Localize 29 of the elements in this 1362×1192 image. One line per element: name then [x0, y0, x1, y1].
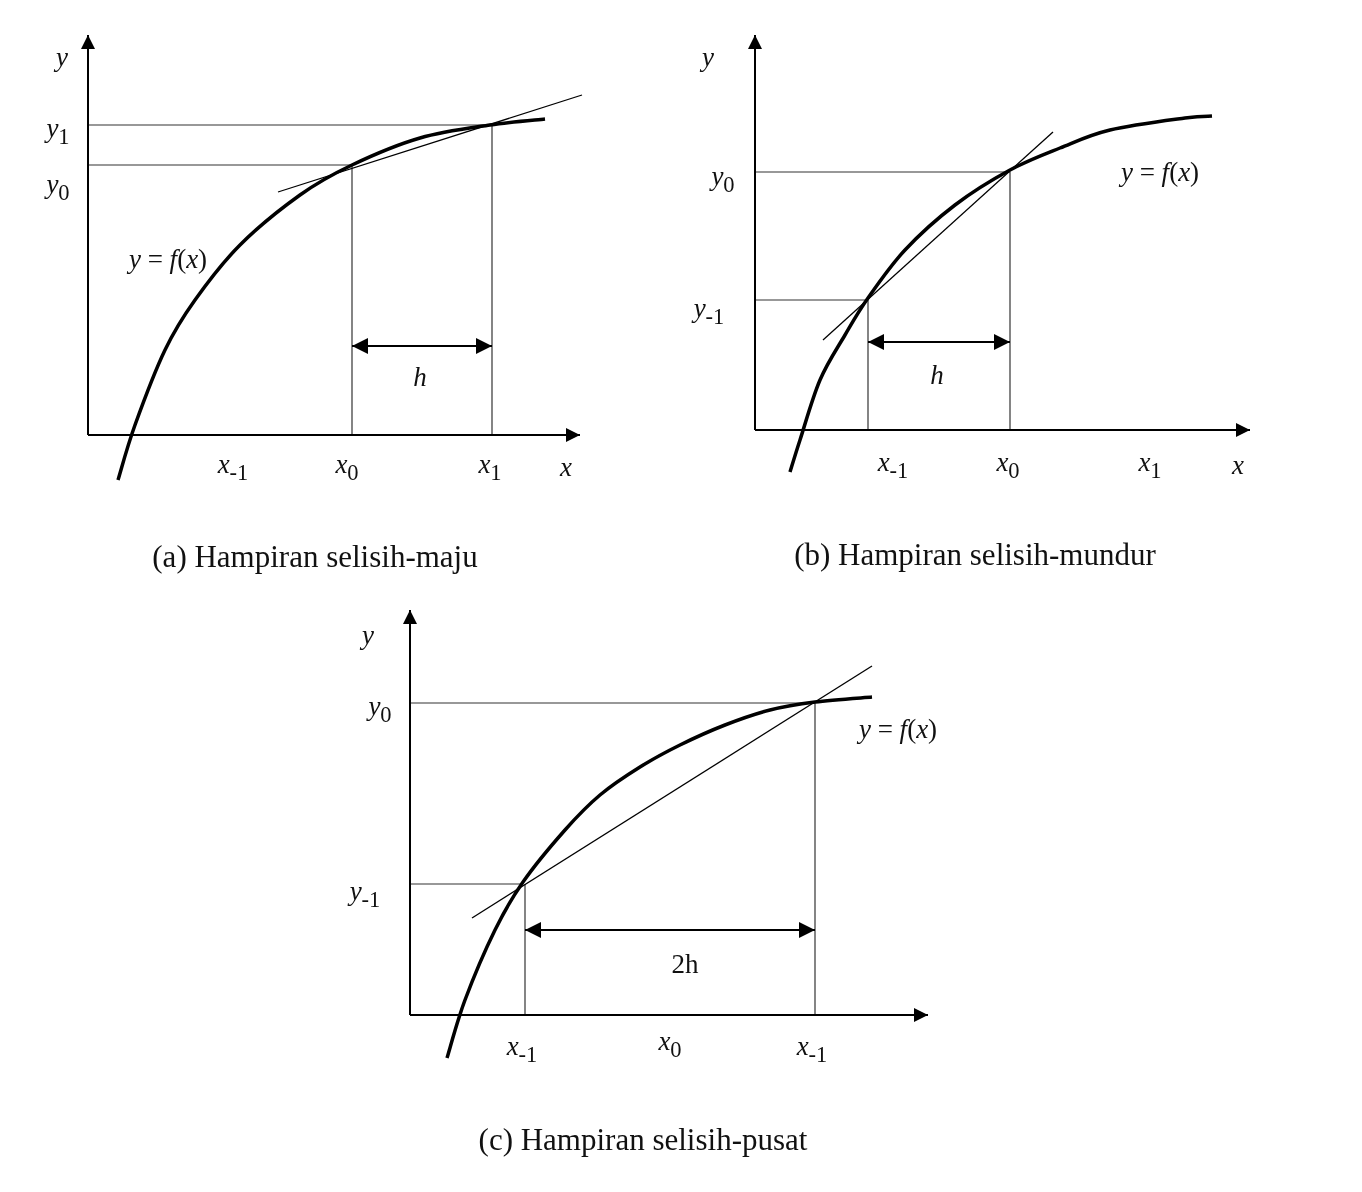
axis-label: y: [362, 621, 374, 651]
function-label: y = f(x): [128, 245, 208, 275]
dimension-label: 2h: [671, 950, 699, 980]
caption: (c) Hampiran selisih-pusat: [478, 1122, 808, 1158]
tick-label: y$_{1}$: [46, 114, 70, 150]
tick-label: x$_{1}$: [478, 450, 502, 486]
axis-label: x: [560, 453, 572, 483]
dimension-label: h: [930, 361, 944, 391]
function-label: y = f(x): [858, 715, 938, 745]
axis-label: y: [56, 43, 68, 73]
tick-label: y$_{0}$: [368, 692, 392, 728]
tick-label: y$_{0}$: [711, 162, 735, 198]
axis-label: x: [1232, 451, 1244, 481]
tick-label: x$_{-1}$: [506, 1032, 538, 1068]
tick-label: y$_{-1}$: [349, 877, 381, 913]
tick-label: x$_{0}$: [658, 1027, 682, 1063]
function-label: y = f(x): [1120, 158, 1200, 188]
tick-label: y$_{0}$: [46, 170, 70, 206]
tick-label: x$_{-1}$: [217, 450, 249, 486]
tick-label: x$_{-1}$: [877, 448, 909, 484]
tick-label: x$_{1}$: [1138, 448, 1162, 484]
tick-label: y$_{-1}$: [693, 294, 725, 330]
tick-label: x$_{-1}$: [796, 1032, 828, 1068]
tick-label: x$_{0}$: [335, 450, 359, 486]
caption: (a) Hampiran selisih-maju: [152, 539, 478, 575]
caption: (b) Hampiran selisih-mundur: [794, 537, 1156, 573]
axis-label: y: [702, 43, 714, 73]
dimension-label: h: [413, 363, 427, 393]
tick-label: x$_{0}$: [996, 448, 1020, 484]
